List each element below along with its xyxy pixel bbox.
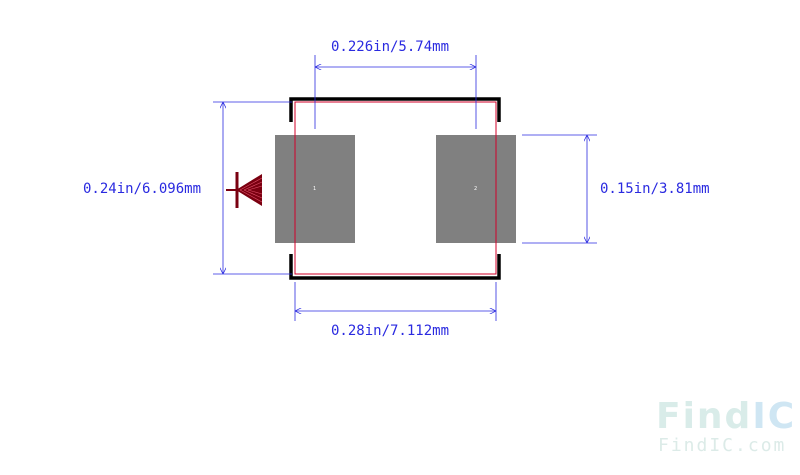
pad-1 bbox=[275, 135, 355, 243]
dimension-body-height bbox=[213, 101, 292, 275]
logo-part-ic: IC bbox=[752, 396, 797, 437]
dimension-pad-height bbox=[522, 134, 597, 244]
findic-logo: FindIC bbox=[656, 396, 796, 437]
pad-2 bbox=[436, 135, 516, 243]
pad-height-label: 0.15in/3.81mm bbox=[600, 181, 710, 197]
pad-pitch-label: 0.226in/5.74mm bbox=[331, 39, 450, 55]
pad-2-label: 2 bbox=[474, 186, 478, 192]
dimension-body-width bbox=[294, 282, 497, 321]
pad-1-label: 1 bbox=[313, 186, 317, 192]
body-width-label: 0.28in/7.112mm bbox=[331, 323, 450, 339]
courtyard-outline bbox=[294, 101, 497, 275]
body-height-label: 0.24in/6.096mm bbox=[83, 181, 202, 197]
logo-part-find: Find bbox=[656, 396, 753, 437]
silkscreen-outline bbox=[289, 97, 501, 280]
diode-icon bbox=[226, 172, 263, 208]
findic-url: FindIC.com bbox=[658, 435, 787, 456]
dimension-pad-pitch bbox=[314, 55, 477, 129]
